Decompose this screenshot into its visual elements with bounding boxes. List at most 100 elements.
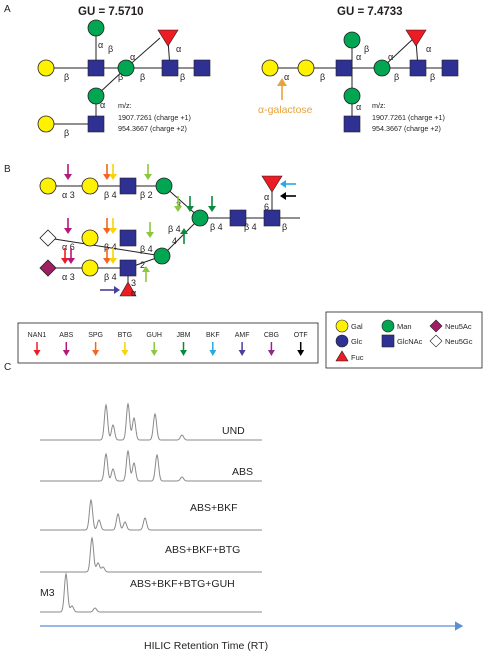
svg-text:α: α: [98, 40, 103, 50]
arrow-bkf: [280, 180, 296, 188]
gu-right: GU = 7.4733: [337, 6, 403, 18]
man-icon: [153, 247, 171, 265]
enzyme-legend-btg: BTG: [118, 332, 132, 356]
gal-icon: [39, 177, 57, 195]
svg-text:α 3: α 3: [62, 190, 75, 200]
enzyme-label: NAN1: [28, 332, 47, 339]
arrow-btg-mid: [109, 218, 117, 234]
man-icon: [381, 319, 395, 333]
svg-text:m/z:: m/z:: [372, 101, 386, 110]
man-icon: [343, 31, 361, 49]
glcnac-icon: [343, 115, 361, 133]
svg-text:α: α: [130, 52, 135, 62]
gal-icon: [261, 59, 279, 77]
trace-line: [40, 449, 262, 482]
trace-3: ABS+BKF+BTG: [40, 536, 262, 573]
arrow-spg-mid: [103, 218, 111, 234]
linkages-b: α 3β 4β 2 α 6β 4β 4 α 3β 42 β 443 β 4β 4…: [62, 190, 287, 298]
enzyme-arrow-icon: [297, 350, 305, 356]
man-icon: [87, 19, 105, 37]
enzyme-label: SPG: [88, 332, 103, 339]
man-icon: [343, 87, 361, 105]
legend-gal: Gal: [351, 322, 363, 331]
man-icon: [191, 209, 209, 227]
alpha-gal-arrowhead: [277, 78, 287, 86]
svg-text:α: α: [356, 102, 361, 112]
glcnac-icon: [335, 59, 353, 77]
trace-label: ABS: [232, 466, 253, 478]
gal-icon: [297, 59, 315, 77]
arrow-guh-bot: [142, 266, 150, 282]
enzyme-legend-abs: ABS: [59, 332, 74, 356]
fuc-icon: [261, 175, 283, 193]
neu5gc-icon: [39, 229, 57, 247]
svg-text:6: 6: [264, 202, 269, 212]
arrow-nan1-bot: [61, 248, 69, 264]
enzyme-legend-nan1: NAN1: [28, 332, 47, 356]
arrow-abs-mid: [64, 218, 72, 234]
svg-text:1907.7261 (charge +1): 1907.7261 (charge +1): [118, 113, 191, 122]
enzyme-legend-cbg: CBG: [264, 332, 279, 356]
enzyme-arrow-icon: [209, 350, 217, 356]
glcnac-icon: [87, 59, 105, 77]
arrow-btg-bot: [109, 248, 117, 264]
arrow-guh-man: [174, 196, 182, 212]
svg-text:β 4: β 4: [210, 222, 223, 232]
svg-text:β: β: [64, 72, 69, 82]
arrow-guh-mid: [146, 222, 154, 238]
mz-left: m/z: 1907.7261 (charge +1) 954.3667 (cha…: [118, 101, 191, 133]
enzyme-arrow-icon: [62, 350, 70, 356]
symbol-legend-box: [325, 311, 483, 369]
enzyme-legend-amf: AMF: [235, 332, 250, 356]
enzyme-legend-guh: GUH: [146, 332, 162, 356]
panel-c-letter: C: [4, 362, 11, 373]
fuc-icon: [157, 29, 179, 47]
panel-a-letter: A: [4, 4, 11, 15]
trace-label: ABS+BKF: [190, 502, 238, 514]
neu5ac-icon: [39, 259, 57, 277]
legend-neu5gc: Neu5Gc: [445, 337, 473, 346]
enzyme-arrow-icon: [92, 350, 100, 356]
enzyme-label: BKF: [206, 332, 220, 339]
enzyme-arrow-icon: [238, 350, 246, 356]
svg-text:β: β: [108, 44, 113, 54]
svg-text:β 2: β 2: [140, 190, 153, 200]
svg-text:2: 2: [140, 260, 145, 270]
glcnac-icon: [193, 59, 211, 77]
panel-b-letter: B: [4, 164, 11, 175]
trace-1: ABS: [40, 449, 262, 482]
man-icon: [117, 59, 135, 77]
enzyme-label: GUH: [146, 332, 162, 339]
arrow-amf-bot: [100, 286, 120, 294]
gu-left: GU = 7.5710: [78, 6, 144, 18]
gal-icon: [335, 319, 349, 333]
svg-text:β: β: [140, 72, 145, 82]
arrow-spg-top: [103, 164, 111, 180]
svg-text:α: α: [356, 52, 361, 62]
trace-2: ABS+BKF: [40, 498, 262, 531]
svg-text:β 4: β 4: [104, 190, 117, 200]
legend-fuc: Fuc: [351, 353, 364, 362]
enzyme-label: AMF: [235, 332, 250, 339]
svg-text:β: β: [430, 72, 435, 82]
glcnac-icon: [87, 115, 105, 133]
svg-text:m/z:: m/z:: [118, 101, 132, 110]
enzyme-legend-box: [17, 322, 319, 364]
man-icon: [373, 59, 391, 77]
enzyme-arrows: [61, 164, 296, 294]
enzyme-label: ABS: [59, 332, 73, 339]
arrow-jbm-man2: [180, 228, 188, 244]
legend-neu5ac: Neu5Ac: [445, 322, 472, 331]
gal-icon: [37, 59, 55, 77]
svg-text:β 4: β 4: [244, 222, 257, 232]
enzyme-arrow-icon: [267, 350, 275, 356]
gal-icon: [37, 115, 55, 133]
fuc-icon: [335, 350, 349, 362]
trace-label: UND: [222, 425, 245, 437]
svg-text:α: α: [264, 192, 269, 202]
gal-icon: [81, 177, 99, 195]
trace-line: [40, 536, 262, 573]
